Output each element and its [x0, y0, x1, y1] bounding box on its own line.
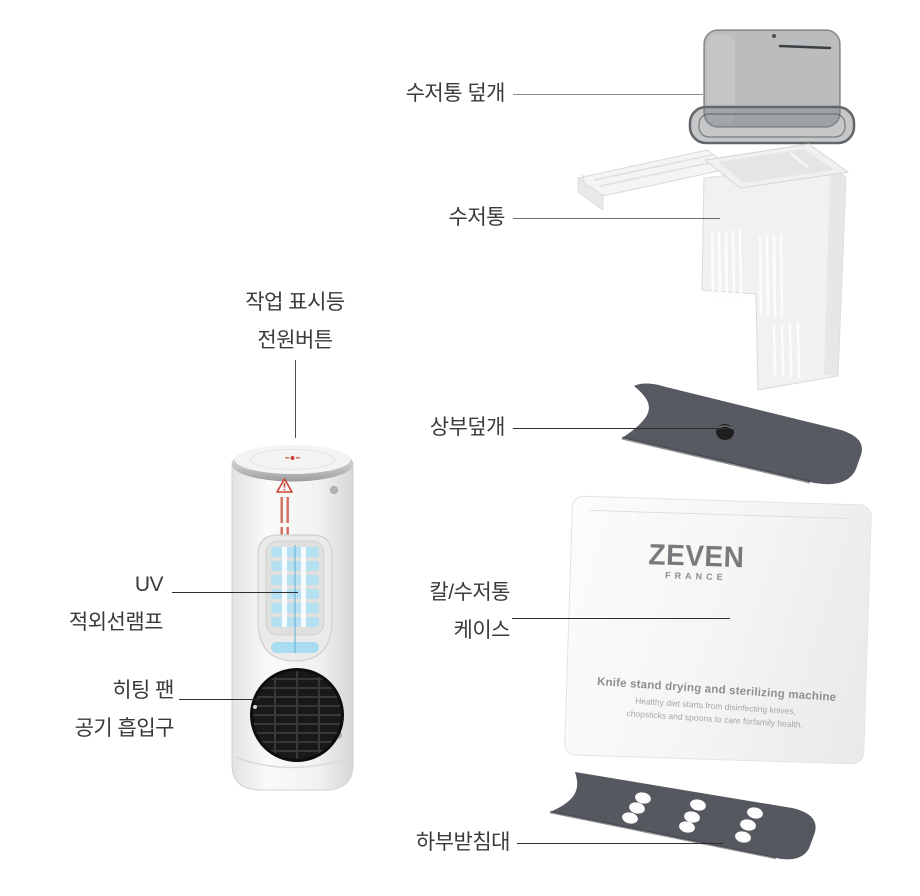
case-top-lip [588, 504, 849, 520]
case-print-text: Knife stand drying and sterilizing machi… [572, 674, 860, 734]
top-cover-graphic [598, 380, 878, 490]
leader-bottom-base [517, 843, 723, 844]
leader-heating-fan [179, 699, 259, 700]
tower-bottom-seam [233, 756, 352, 769]
brand-logo: ZEVEN FRANCE [648, 537, 745, 583]
leader-utensil-holder [513, 218, 720, 219]
leader-utensil-cover [513, 94, 703, 95]
leader-knife-case [512, 618, 730, 619]
leader-top-cover [513, 428, 731, 429]
case-lip-notch [582, 503, 590, 529]
label-heating-fan: 히팅 팬 공기 흡입구 [74, 679, 175, 740]
label-bottom-base: 하부받침대 [415, 831, 511, 854]
base-drain-holes [622, 792, 763, 843]
label-power-indicator: 작업 표시등 전원버튼 [245, 291, 345, 352]
knife-case-graphic: ZEVEN FRANCE Knife stand drying and ster… [563, 495, 873, 765]
leader-power-indicator [295, 360, 296, 438]
sterilizer-tower-graphic [225, 435, 360, 805]
uv-lamp-window [257, 534, 333, 662]
label-utensil-cover: 수저통 덮개 [405, 82, 506, 105]
label-utensil-holder: 수저통 [448, 206, 506, 229]
leader-uv-lamp [172, 592, 298, 593]
side-screw-top [330, 486, 338, 494]
brand-name: ZEVEN [648, 537, 745, 574]
utensil-cover-graphic [682, 25, 862, 150]
label-knife-case: 칼/수저통 케이스 [429, 581, 510, 642]
utensil-holder-graphic [572, 138, 862, 398]
power-button-cap [231, 445, 354, 482]
label-uv-lamp: UV 적외선램프 [68, 573, 164, 634]
label-top-cover: 상부덮개 [429, 416, 506, 439]
cover-knob [716, 424, 734, 440]
power-indicator-icon [285, 456, 300, 460]
bottom-base-graphic [538, 762, 878, 872]
